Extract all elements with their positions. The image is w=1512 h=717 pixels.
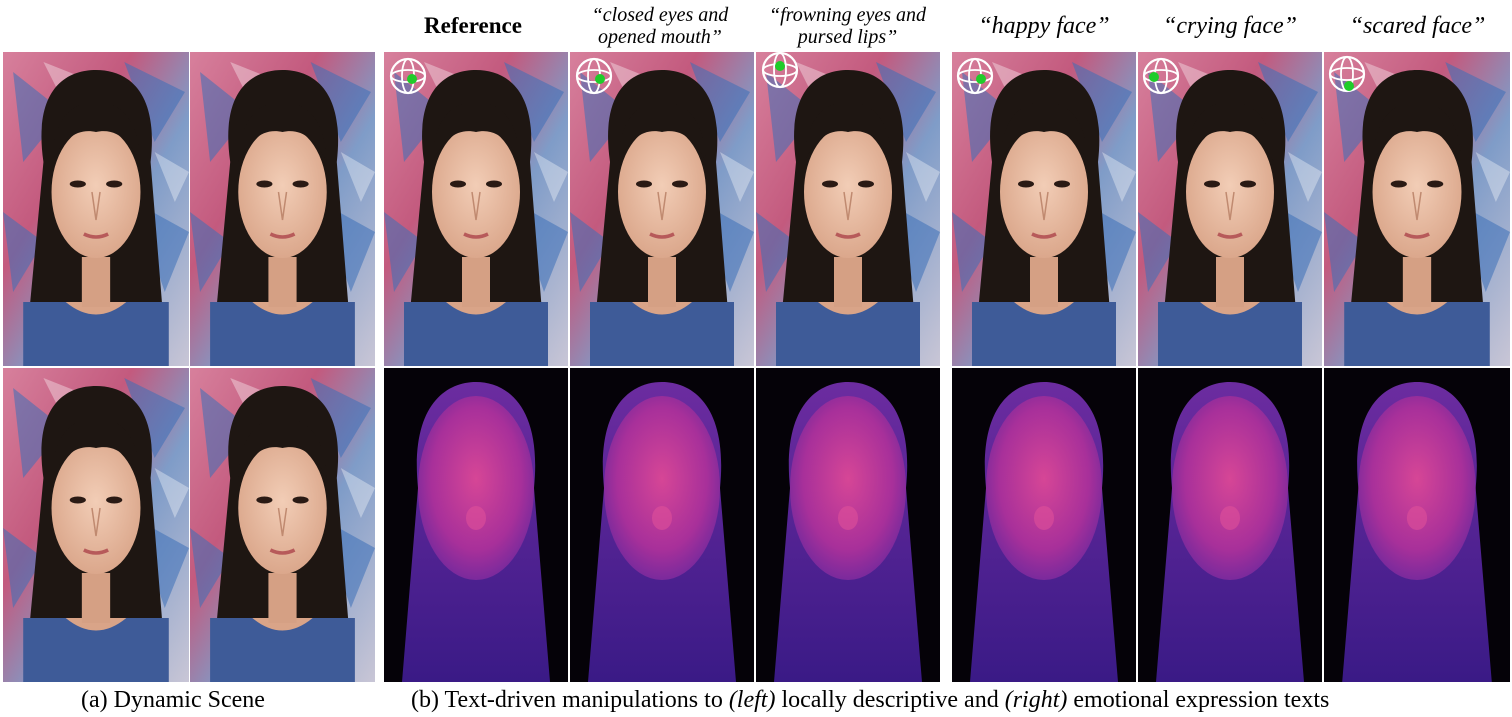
header-reference: Reference: [384, 0, 562, 52]
closed-eyes-pose-gizmo-icon: [574, 56, 614, 96]
scared-face-pose-gizmo-icon: [1327, 54, 1367, 94]
closed-eyes-depth-map: [570, 368, 754, 682]
caption-panel-b-middle: locally descriptive and: [775, 687, 1005, 713]
dynamic-scene-photo-3: [3, 368, 189, 682]
caption-panel-b-suffix: emotional expression texts: [1067, 687, 1330, 713]
header-frowning-eyes: “frowning eyes and pursed lips”: [755, 0, 940, 52]
scared-face-depth-map: [1324, 368, 1510, 682]
header-closed-eyes-line1: “closed eyes and: [591, 4, 729, 26]
frowning-eyes-pose-gizmo-icon: [760, 50, 800, 90]
header-happy-face-text: “happy face”: [978, 13, 1110, 39]
dynamic-scene-photo-1: [3, 52, 189, 366]
frowning-eyes-depth-map: [756, 368, 940, 682]
header-frowning-eyes-line2: pursed lips”: [797, 26, 898, 48]
header-reference-text: Reference: [424, 13, 522, 38]
dynamic-scene-photo-2: [190, 52, 375, 366]
caption-panel-a: (a) Dynamic Scene: [81, 684, 265, 717]
header-crying-face: “crying face”: [1138, 0, 1322, 52]
caption-panel-b-left-label: (left): [728, 687, 776, 713]
header-scared-face: “scared face”: [1323, 0, 1512, 52]
reference-photo: [384, 52, 568, 366]
caption-panel-b-right-label: (right): [1004, 687, 1068, 713]
header-closed-eyes: “closed eyes and opened mouth”: [570, 0, 750, 52]
dynamic-scene-photo-4: [190, 368, 375, 682]
happy-face-pose-gizmo-icon: [955, 56, 995, 96]
crying-face-pose-gizmo-icon: [1141, 56, 1181, 96]
happy-face-photo: [952, 52, 1136, 366]
header-crying-face-text: “crying face”: [1163, 13, 1297, 39]
caption-panel-b: (b) Text-driven manipulations to (left) …: [411, 684, 1329, 717]
caption-panel-a-text: (a) Dynamic Scene: [81, 687, 265, 713]
header-closed-eyes-line2: opened mouth”: [598, 26, 722, 48]
closed-eyes-photo: [570, 52, 754, 366]
header-scared-face-text: “scared face”: [1349, 13, 1486, 39]
frowning-eyes-photo: [756, 52, 940, 366]
scared-face-photo: [1324, 52, 1510, 366]
header-frowning-eyes-line1: “frowning eyes and: [768, 4, 927, 26]
header-happy-face: “happy face”: [952, 0, 1136, 52]
reference-depth-map: [384, 368, 568, 682]
crying-face-photo: [1138, 52, 1322, 366]
happy-face-depth-map: [952, 368, 1136, 682]
caption-panel-b-prefix: (b) Text-driven manipulations to: [411, 687, 729, 713]
crying-face-depth-map: [1138, 368, 1322, 682]
reference-pose-gizmo-icon: [388, 56, 428, 96]
